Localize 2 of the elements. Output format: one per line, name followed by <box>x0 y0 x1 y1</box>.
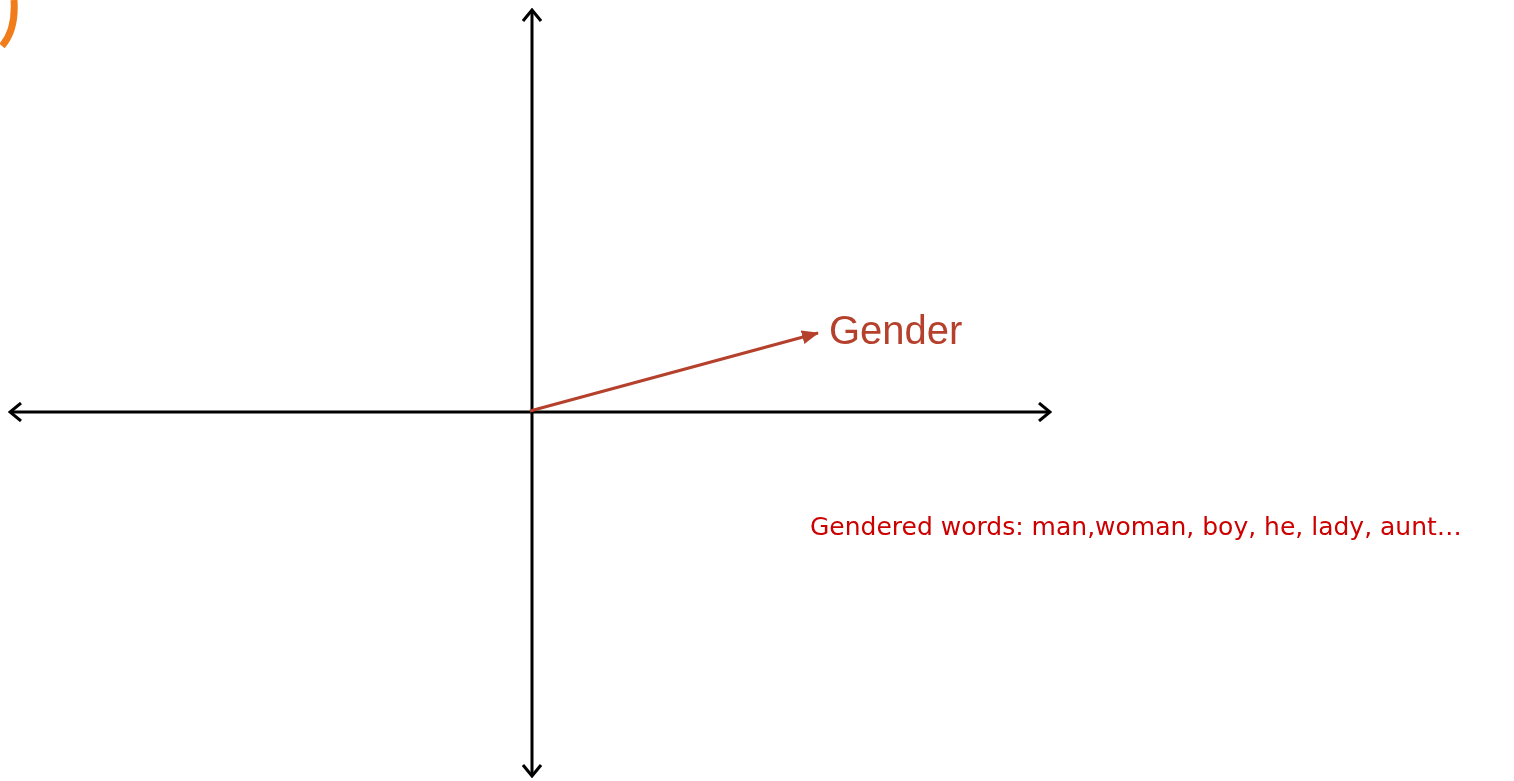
vector-label: Gender <box>829 310 963 350</box>
note-text: Gendered words: man,woman, boy, he, lady, aunt… <box>810 514 1462 539</box>
